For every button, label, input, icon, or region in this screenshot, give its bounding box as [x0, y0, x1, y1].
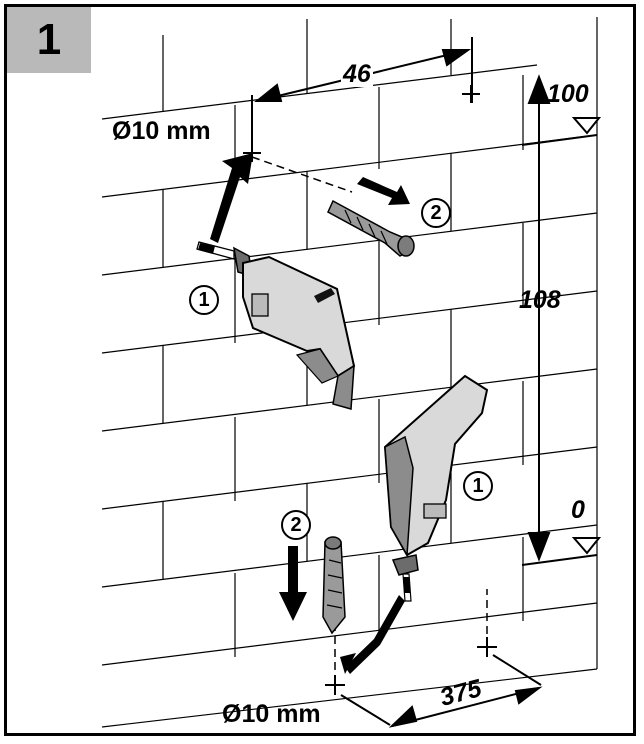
callout-drill-bottom: 1 [463, 471, 493, 501]
vertical-spacing-label: 108 [519, 286, 561, 314]
dowel-top [327, 199, 415, 257]
bottom-dimension-375 [340, 654, 543, 728]
vertical-dimension-108 [521, 74, 602, 566]
drill-diameter-label-bottom: Ø10 mm [222, 700, 321, 728]
insert-arrow-top [357, 177, 410, 205]
dowel-bottom [279, 536, 346, 635]
drill-diameter-label-top: Ø10 mm [112, 117, 211, 145]
hole-spacing-label-top: 46 [341, 60, 373, 88]
top-dimension-46 [251, 37, 473, 157]
hole-markers [243, 85, 497, 695]
instruction-figure: 1 [4, 4, 636, 736]
callout-dowel-bottom: 2 [281, 510, 311, 540]
level-label-top: 100 [547, 80, 589, 108]
callout-drill-top: 1 [189, 285, 219, 315]
step-number: 1 [7, 7, 91, 73]
drill-top [196, 153, 356, 410]
wall-mounting-illustration [101, 17, 602, 728]
level-label-bottom: 0 [571, 496, 585, 524]
insert-arrow-bottom [279, 546, 307, 621]
callout-dowel-top: 2 [421, 198, 451, 228]
drill-bottom [340, 374, 489, 674]
top-center-line [251, 156, 353, 193]
